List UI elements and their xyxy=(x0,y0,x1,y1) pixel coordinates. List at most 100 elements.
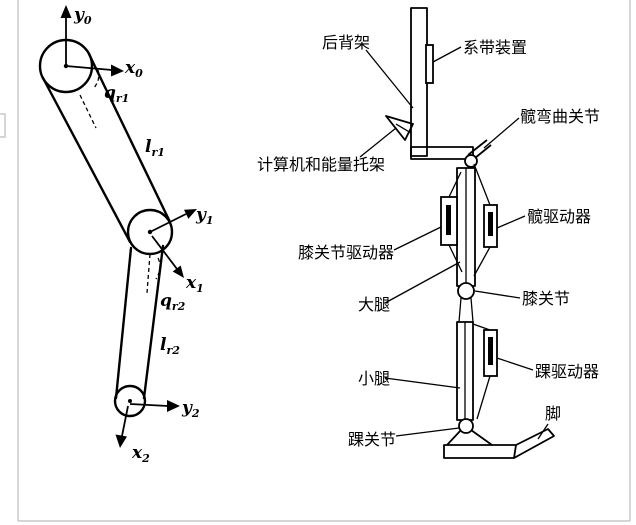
link-2-right-edge xyxy=(142,244,165,400)
computer-energy-tray-label: 计算机和能量托架 xyxy=(257,155,385,174)
frame-left-bracket xyxy=(0,113,6,138)
y1-label-sub: 1 xyxy=(206,214,214,227)
knee-to-shank-link-a xyxy=(458,297,462,323)
ankle-joint-shape xyxy=(458,418,474,434)
lr2-label-sub: r2 xyxy=(166,344,180,357)
foot-toe-shape xyxy=(513,428,555,459)
x0-label: x0 xyxy=(124,58,143,80)
x1-axis-line xyxy=(151,235,178,270)
link-2-left-edge xyxy=(114,246,133,400)
y1-label: y1 xyxy=(195,205,214,227)
leader-hip-actuator xyxy=(496,215,526,229)
kinematic-diagram: y0 x0 qr1 lr1 y1 x1 qr2 lr2 y2 x2 xyxy=(38,5,214,465)
x2-label-sub: 2 xyxy=(141,452,150,465)
x0-label-base: x xyxy=(124,58,136,78)
y1-arrowhead xyxy=(184,209,197,219)
qr2-label: qr2 xyxy=(160,291,186,313)
lr2-label-base: l xyxy=(160,335,167,355)
leader-computer-energy-tray xyxy=(359,127,397,158)
knee-actuator-piston xyxy=(446,205,451,235)
hip-flexion-joint-label: 髋弯曲关节 xyxy=(520,107,600,126)
ankle-actuator-upper-link xyxy=(472,323,491,331)
strap-device-shape xyxy=(425,44,434,84)
lr1-label: lr1 xyxy=(145,137,165,159)
hip-flexion-link-b xyxy=(474,144,492,159)
hip-actuator-piston xyxy=(488,212,493,236)
x2-arrowhead xyxy=(115,434,127,448)
qr1-label-sub: r1 xyxy=(116,92,129,105)
leader-shank xyxy=(384,377,461,389)
x1-label: x1 xyxy=(185,273,204,295)
ankle-actuator-label: 踝驱动器 xyxy=(535,362,599,381)
link-1-lower-edge xyxy=(41,76,132,244)
joint-2-circle xyxy=(113,384,147,418)
back-frame-label: 后背架 xyxy=(322,33,370,52)
leader-foot xyxy=(537,423,549,440)
y0-arrowhead xyxy=(60,5,72,18)
qr1-label: qr1 xyxy=(104,83,129,105)
y0-label: y0 xyxy=(73,5,92,27)
leader-ankle-joint xyxy=(395,427,460,437)
foot-label: 脚 xyxy=(545,404,561,423)
knee-joint-shape xyxy=(457,282,475,300)
x0-arrowhead xyxy=(111,64,124,77)
link-1-upper-edge xyxy=(87,52,172,224)
foot-plate-shape xyxy=(443,444,516,459)
link-1-axis-dashed xyxy=(79,94,97,129)
x0-axis-line xyxy=(65,65,113,71)
knee-actuator-label: 膝关节驱动器 xyxy=(298,243,394,262)
x2-axis-line xyxy=(121,405,129,437)
x1-arrowhead xyxy=(172,265,184,278)
leader-knee-joint xyxy=(474,290,521,299)
thigh-label: 大腿 xyxy=(358,295,390,314)
exoskeleton-schematic: 后背架 系带装置 髋弯曲关节 计算机和能量托架 髋驱动器 膝关节驱动器 大腿 膝… xyxy=(257,7,600,459)
knee-actuator-upper-link xyxy=(448,171,462,198)
back-frame-shape xyxy=(410,7,428,157)
leader-hip-flexion-joint xyxy=(483,117,520,149)
ankle-actuator-lower-link xyxy=(476,375,491,420)
leader-strap-device xyxy=(432,46,462,63)
hip-actuator-lower-link xyxy=(473,246,491,277)
lr1-label-base: l xyxy=(145,137,152,157)
y2-arrowhead xyxy=(167,400,180,412)
knee-to-shank-link-b xyxy=(470,297,474,323)
leader-back-frame xyxy=(365,49,414,109)
y2-label: y2 xyxy=(181,398,200,420)
hip-actuator-upper-link xyxy=(473,163,491,206)
qr1-label-base: q xyxy=(104,83,116,103)
qr2-label-sub: r2 xyxy=(172,300,186,313)
leader-ankle-actuator xyxy=(496,357,534,371)
x2-label: x2 xyxy=(131,443,150,465)
computer-energy-tray-shape xyxy=(385,115,414,141)
x1-label-sub: 1 xyxy=(196,282,204,295)
knee-joint-label: 膝关节 xyxy=(522,289,570,308)
strap-device-label: 系带装置 xyxy=(463,38,527,57)
leader-knee-actuator xyxy=(393,226,442,251)
x1-label-base: x xyxy=(185,273,197,293)
hip-actuator-label: 髋驱动器 xyxy=(527,207,591,226)
shank-label: 小腿 xyxy=(358,369,390,388)
y0-label-sub: 0 xyxy=(84,14,92,27)
leader-thigh xyxy=(384,261,461,304)
lr1-label-sub: r1 xyxy=(151,146,164,159)
y1-axis-line xyxy=(149,213,187,233)
x2-label-base: x xyxy=(131,443,143,463)
x0-label-sub: 0 xyxy=(135,67,143,80)
computer-energy-tray-rib xyxy=(395,123,412,134)
lr2-label: lr2 xyxy=(160,335,180,357)
joint-1-reference-dashed xyxy=(146,253,151,294)
ankle-joint-label: 踝关节 xyxy=(348,430,396,449)
ankle-bracket-left xyxy=(446,429,462,446)
ankle-bracket-right xyxy=(470,429,493,446)
y1-label-base: y xyxy=(195,205,207,225)
y2-axis-line xyxy=(129,403,169,407)
y2-label-sub: 2 xyxy=(191,407,200,420)
knee-actuator-lower-link xyxy=(448,244,463,273)
hip-plate-shape xyxy=(410,146,474,160)
ankle-actuator-piston xyxy=(488,337,493,365)
y2-label-base: y xyxy=(181,398,193,418)
hip-flexion-link-a xyxy=(467,139,488,156)
y0-label-base: y xyxy=(73,5,85,25)
